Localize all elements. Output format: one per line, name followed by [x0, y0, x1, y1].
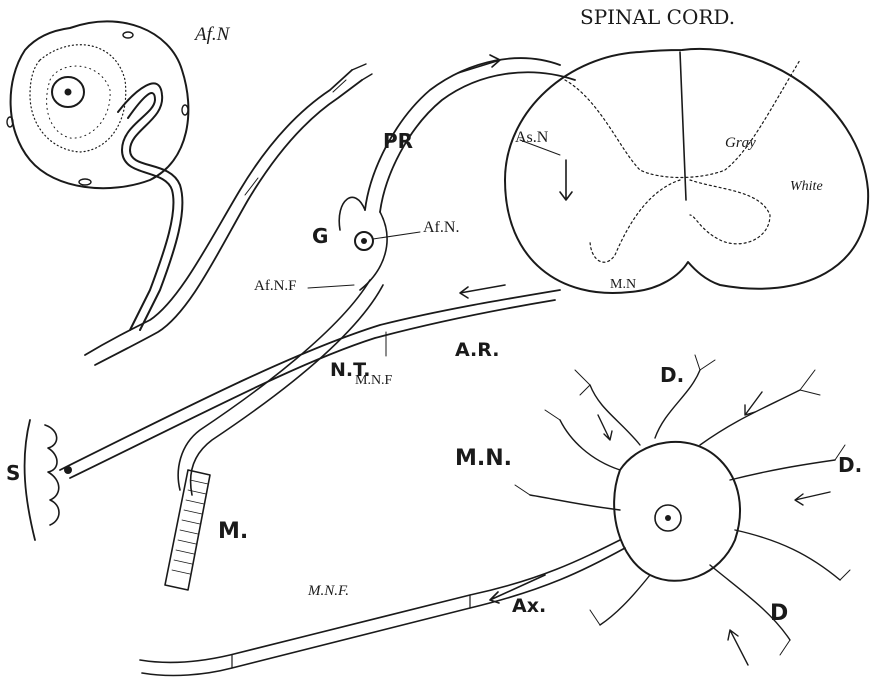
label-af-n-f: Af.N.F: [254, 278, 297, 294]
label-white: White: [790, 179, 823, 194]
label-mnf-bottom: M.N.F.: [307, 583, 349, 599]
label-m-n-cord: M.N: [610, 277, 636, 292]
afferent-neuron-cell: [7, 21, 188, 330]
label-d-right: D.: [838, 453, 862, 477]
label-d-bottom: D: [770, 601, 788, 626]
label-af-n-ganglion: Af.N.: [423, 219, 459, 236]
label-d-top: D.: [660, 363, 684, 387]
label-m: M.: [218, 519, 248, 544]
label-s: S: [6, 461, 20, 485]
direction-arrows: [458, 55, 830, 665]
label-spinal-cord: SPINAL CORD.: [580, 5, 735, 29]
motor-neuron: [140, 355, 850, 675]
muscle-ending: [165, 470, 210, 590]
afferent-fiber: [85, 64, 372, 365]
label-as-n: As.N: [515, 129, 549, 146]
label-ar: A.R.: [455, 339, 499, 361]
spinal-cord: [505, 49, 868, 293]
label-g: G: [312, 224, 328, 248]
label-pr: PR: [383, 129, 413, 153]
label-ax: Ax.: [512, 595, 546, 617]
label-gray: Gray: [725, 135, 756, 151]
label-mn-big: M.N.: [455, 446, 512, 471]
skin-ending: [25, 420, 72, 540]
posterior-root: [339, 58, 575, 290]
label-af-n-cell: Af.N: [193, 24, 231, 45]
label-mnf-top: M.N.F: [355, 373, 393, 388]
